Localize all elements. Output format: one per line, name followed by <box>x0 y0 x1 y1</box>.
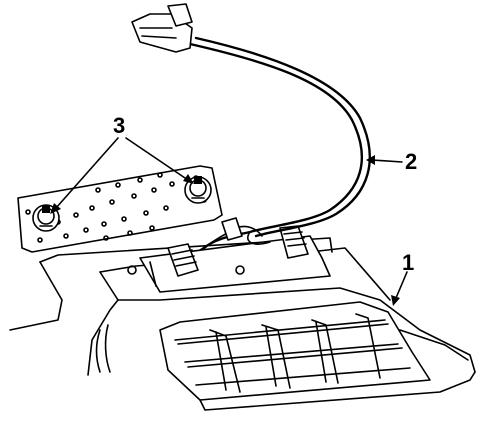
plate-holes <box>25 172 207 243</box>
lamp-housing <box>9 237 476 411</box>
socket-carrier-plate <box>17 165 223 253</box>
wiring-harness <box>131 3 371 251</box>
callout-3-label: 3 <box>113 113 125 138</box>
connector-left <box>167 243 199 277</box>
bulb-socket-right <box>184 176 212 204</box>
harness-connector-plug <box>131 3 193 53</box>
socket-bar <box>127 225 331 293</box>
connector-right <box>279 225 309 259</box>
callout-leaders <box>50 137 408 306</box>
callout-2-label: 2 <box>405 149 417 174</box>
bulb-socket-left <box>32 204 60 232</box>
callout-1-label: 1 <box>402 250 414 275</box>
